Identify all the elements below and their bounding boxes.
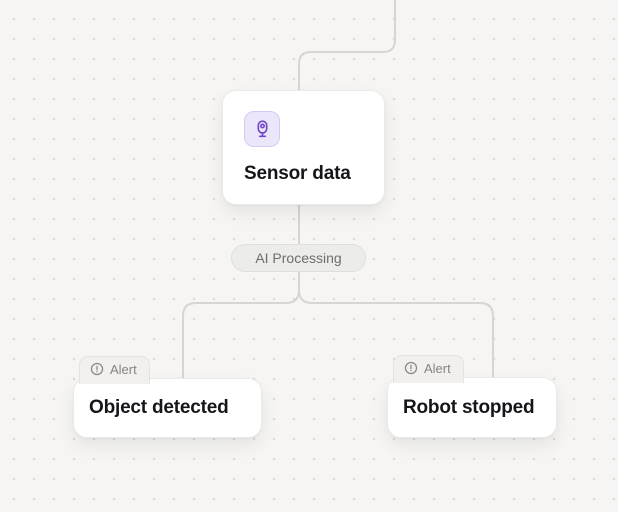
edge-sensor-to-robot[interactable] — [298, 205, 494, 378]
alert-badge-label: Alert — [110, 361, 137, 377]
webcam-icon — [256, 119, 268, 137]
node-title: Robot stopped — [403, 396, 535, 418]
alert-circle-icon — [90, 362, 104, 376]
edge-sensor-to-object[interactable] — [182, 205, 300, 379]
ai-processing-edge-label[interactable]: AI Processing — [231, 244, 366, 272]
alert-tab: Alert — [79, 356, 150, 384]
alert-badge-label: Alert — [424, 360, 451, 376]
node-title: Object detected — [89, 397, 229, 418]
object-detected-node[interactable]: Alert Object detected — [73, 356, 262, 438]
robot-stopped-node[interactable]: Alert Robot stopped — [387, 355, 557, 438]
node-title: Sensor data — [244, 163, 351, 184]
alert-circle-icon — [404, 361, 418, 375]
icon-container — [244, 111, 280, 147]
sensor-data-node[interactable]: Sensor data — [222, 90, 385, 205]
edge-incoming-top[interactable] — [298, 0, 396, 90]
alert-tab: Alert — [393, 355, 464, 383]
